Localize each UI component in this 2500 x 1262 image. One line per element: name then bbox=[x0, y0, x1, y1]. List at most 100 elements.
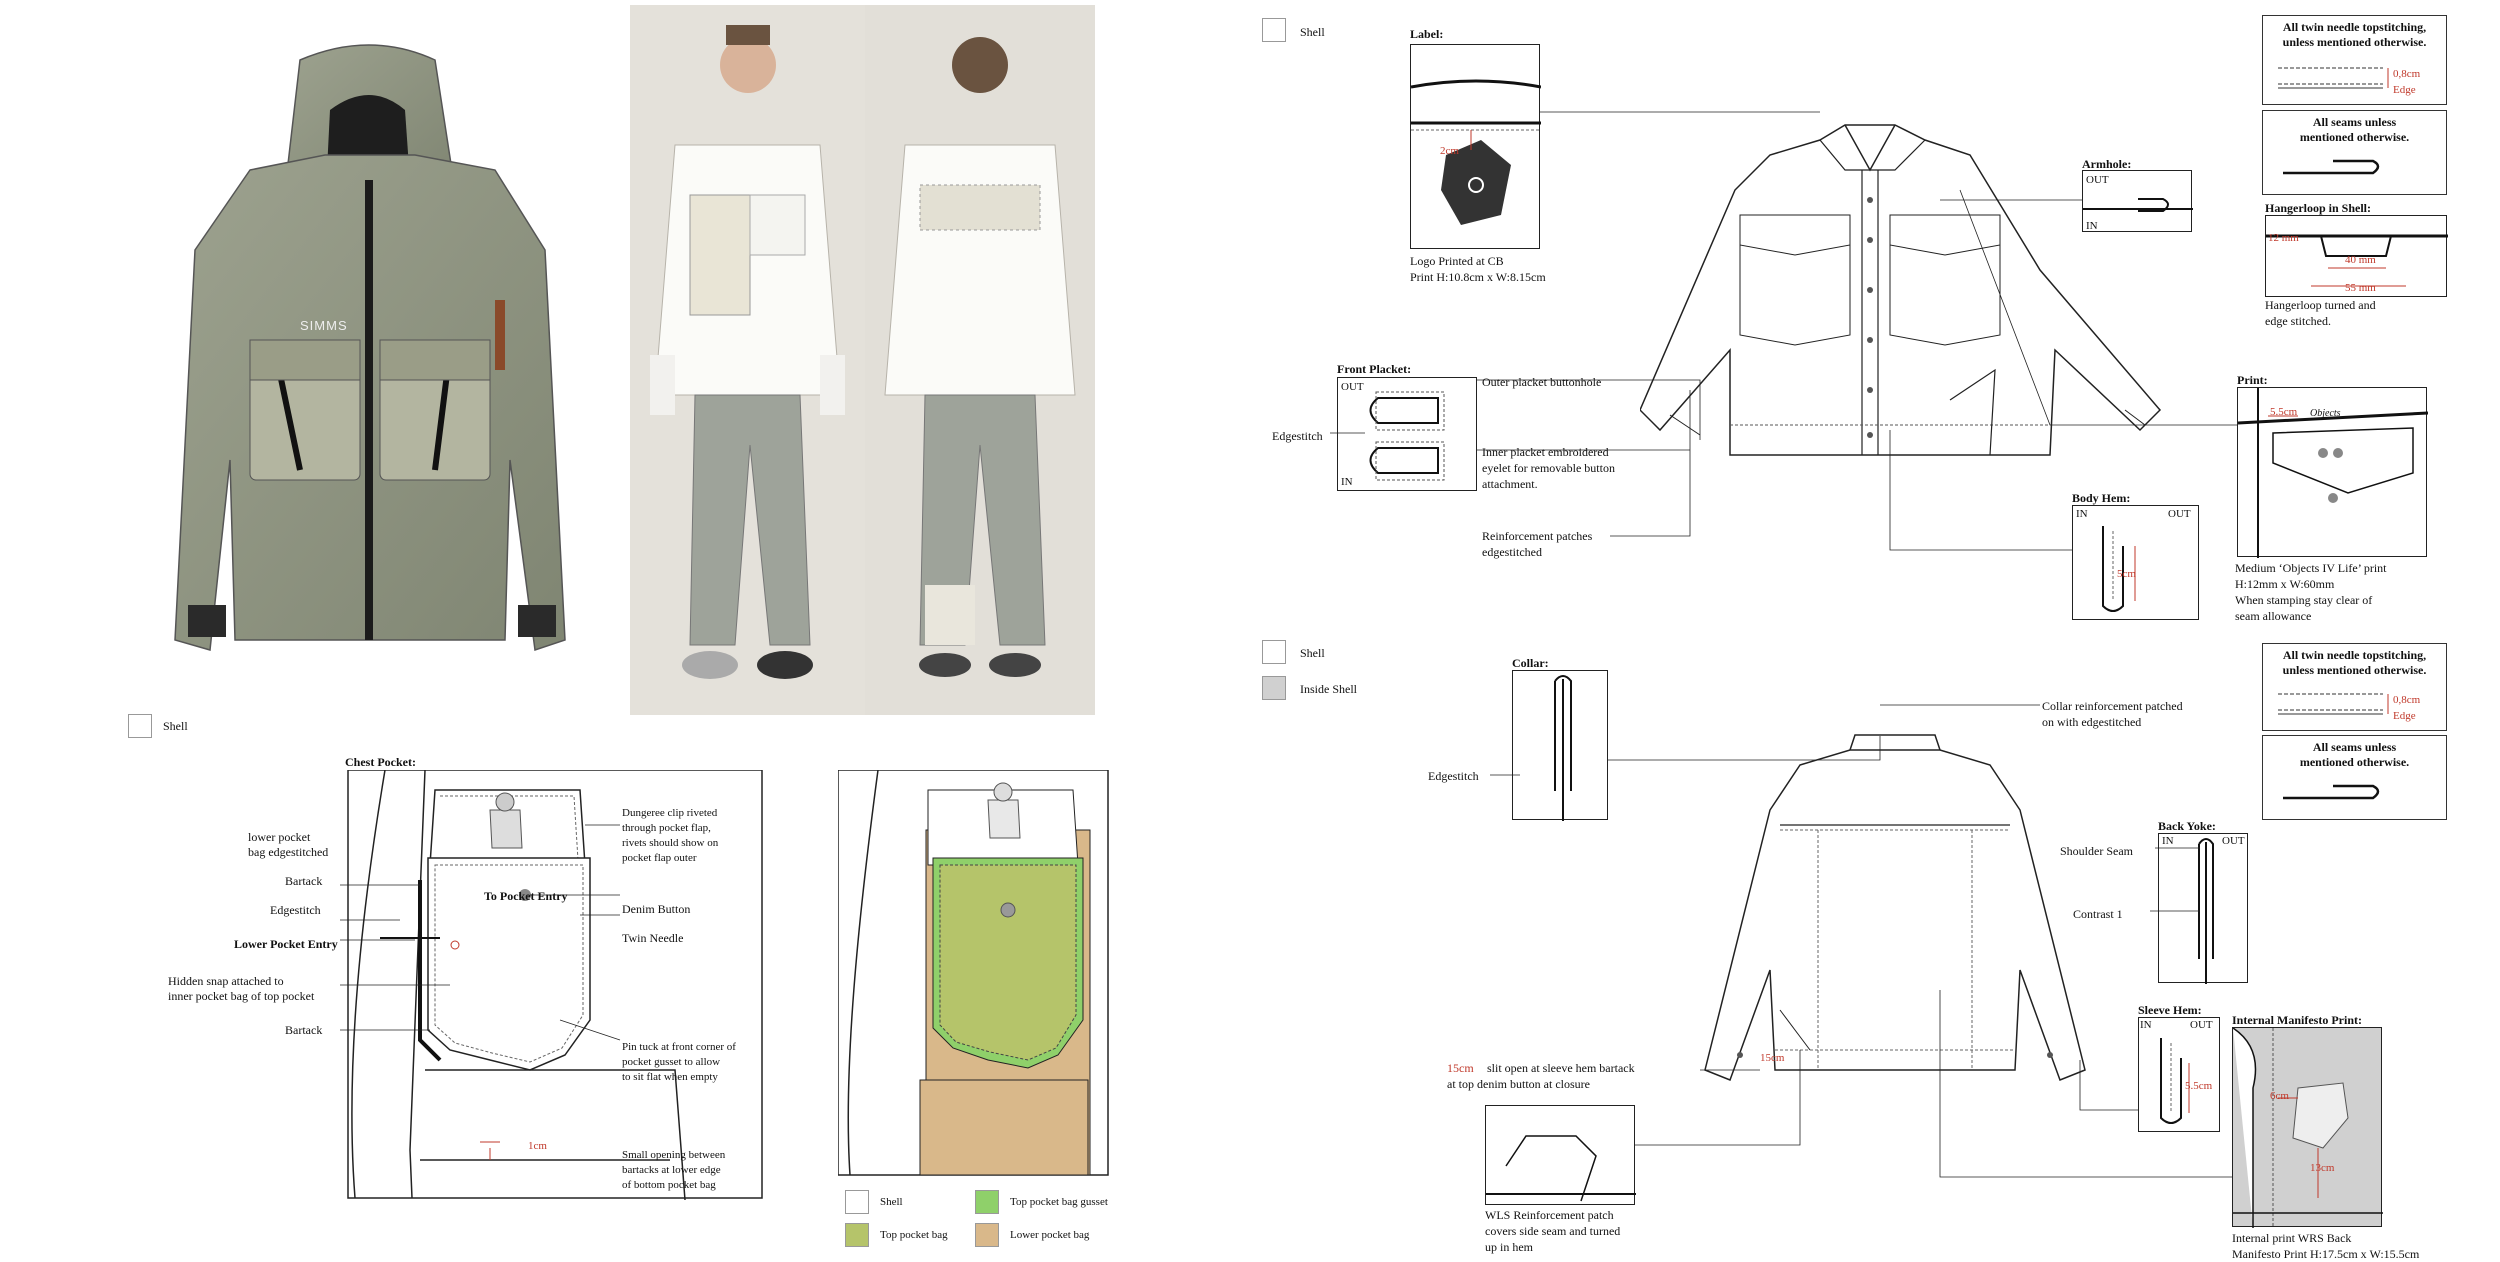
tn-twin-needle-text: All twin needle topstitching, unless men… bbox=[2282, 20, 2427, 49]
cp-lower-pocket-entry: Lower Pocket Entry bbox=[234, 937, 338, 951]
manifesto-title: Internal Manifesto Print: bbox=[2232, 1013, 2362, 1027]
pl-swatch-lower-bag bbox=[975, 1223, 999, 1247]
pl-swatch-gusset bbox=[975, 1190, 999, 1214]
rt-legend-swatch-shell bbox=[1262, 18, 1286, 42]
model-photo-front bbox=[630, 5, 865, 715]
back-jacket-flat bbox=[1700, 730, 2090, 1090]
legend-swatch-shell bbox=[128, 714, 152, 738]
sh-out: OUT bbox=[2190, 1019, 2213, 1031]
fp-inner-placket: Inner placket embroidered eyelet for rem… bbox=[1482, 445, 1615, 491]
hangerloop-note: Hangerloop turned and edge stitched. bbox=[2265, 298, 2376, 328]
rb-legend-swatch-inside-shell bbox=[1262, 676, 1286, 700]
armhole-out: OUT bbox=[2086, 174, 2109, 186]
print-objects: Objects bbox=[2310, 408, 2341, 419]
back-yoke-box bbox=[2158, 833, 2248, 984]
brand-logo-text: SIMMS bbox=[300, 318, 348, 333]
pl-label-top-bag: Top pocket bag bbox=[880, 1229, 948, 1241]
cp-bartack-1: Bartack bbox=[285, 874, 323, 888]
rb-legend-swatch-shell bbox=[1262, 640, 1286, 664]
bn-twin-needle-text: All twin needle topstitching, unless men… bbox=[2282, 648, 2427, 677]
tn-all-seams-note: All seams unless mentioned otherwise. bbox=[2262, 110, 2447, 195]
bn-edge-08: 0,8cm bbox=[2393, 694, 2421, 706]
mp-6cm: 6cm bbox=[2270, 1090, 2289, 1102]
sh-5-5cm: 5.5cm bbox=[2185, 1080, 2213, 1092]
slit-note: slit open at sleeve hem bartack at top d… bbox=[1447, 1061, 1635, 1091]
hl-40mm: 40 mm bbox=[2345, 254, 2376, 266]
cp-denim-button: Denim Button bbox=[622, 902, 691, 916]
pl-label-lower-bag: Lower pocket bag bbox=[1010, 1229, 1090, 1241]
slit-15cm-dim: 15cm bbox=[1760, 1052, 1785, 1064]
tn-twin-needle-note: All twin needle topstitching, unless men… bbox=[2262, 15, 2447, 105]
body-hem-in: IN bbox=[2076, 508, 2088, 520]
body-hem-out: OUT bbox=[2168, 508, 2191, 520]
pl-label-shell: Shell bbox=[880, 1196, 903, 1208]
armhole-title: Armhole: bbox=[2082, 157, 2132, 171]
by-shoulder-seam: Shoulder Seam bbox=[2060, 844, 2133, 858]
sleeve-hem-title: Sleeve Hem: bbox=[2138, 1003, 2202, 1017]
rb-legend-label-inside-shell: Inside Shell bbox=[1300, 682, 1357, 696]
print-title: Print: bbox=[2237, 373, 2268, 387]
cp-pin-tuck: Pin tuck at front corner of pocket gusse… bbox=[622, 1041, 736, 1083]
wls-note: WLS Reinforcement patch covers side seam… bbox=[1485, 1208, 1621, 1254]
mp-13cm: 13cm bbox=[2310, 1162, 2335, 1174]
cp-small-opening: Small opening between bartacks at lower … bbox=[622, 1149, 726, 1191]
fp-in: IN bbox=[1341, 476, 1353, 488]
chest-pocket-title: Chest Pocket: bbox=[345, 755, 416, 769]
by-out: OUT bbox=[2222, 835, 2245, 847]
body-hem-title: Body Hem: bbox=[2072, 491, 2131, 505]
hangerloop-box bbox=[2265, 215, 2448, 297]
manifesto-box bbox=[2232, 1027, 2383, 1228]
by-contrast: Contrast 1 bbox=[2073, 907, 2123, 921]
label-title: Label: bbox=[1410, 27, 1444, 41]
label-2cm: 2cm bbox=[1440, 145, 1459, 157]
cp-twin-needle: Twin Needle bbox=[622, 931, 684, 945]
collar-box bbox=[1512, 670, 1608, 821]
pocket-color-diagram bbox=[838, 770, 1110, 1180]
cp-lower-pocket-bag: lower pocket bag edgestitched bbox=[248, 830, 329, 859]
hl-12mm: 12 mm bbox=[2268, 232, 2299, 244]
chest-pocket-diagram bbox=[340, 770, 770, 1200]
pl-swatch-shell bbox=[845, 1190, 869, 1214]
armhole-in: IN bbox=[2086, 220, 2098, 232]
cp-dungeree-clip: Dungeree clip riveted through pocket fla… bbox=[622, 807, 719, 864]
cp-hidden-snap: Hidden snap attached to inner pocket bag… bbox=[168, 974, 315, 1003]
hangerloop-title: Hangerloop in Shell: bbox=[2265, 201, 2372, 215]
tn-edge-08: 0,8cm bbox=[2393, 68, 2421, 80]
fp-edgestitch: Edgestitch bbox=[1272, 429, 1323, 443]
by-in: IN bbox=[2162, 835, 2174, 847]
print-note: Medium ‘Objects IV Life’ print H:12mm x … bbox=[2235, 561, 2387, 623]
bn-edge-word: Edge bbox=[2393, 710, 2416, 722]
sh-in: IN bbox=[2140, 1019, 2152, 1031]
rt-legend-label-shell: Shell bbox=[1300, 25, 1325, 39]
pl-swatch-top-bag bbox=[845, 1223, 869, 1247]
bn-twin-needle-note: All twin needle topstitching, unless men… bbox=[2262, 643, 2447, 731]
wls-box bbox=[1485, 1105, 1636, 1205]
collar-title: Collar: bbox=[1512, 656, 1549, 670]
cp-1cm: 1cm bbox=[528, 1140, 547, 1152]
cp-edgestitch: Edgestitch bbox=[270, 903, 321, 917]
legend-label-shell: Shell bbox=[163, 719, 188, 733]
body-hem-5cm: 5cm bbox=[2117, 568, 2136, 580]
bn-all-seams-text: All seams unless mentioned otherwise. bbox=[2299, 740, 2410, 769]
collar-edgestitch: Edgestitch bbox=[1428, 769, 1479, 783]
rb-legend-label-shell: Shell bbox=[1300, 646, 1325, 660]
print-box bbox=[2237, 387, 2428, 558]
collar-reinf: Collar reinforcement patched on with edg… bbox=[2042, 699, 2183, 729]
fp-out: OUT bbox=[1341, 381, 1364, 393]
cp-to-pocket-entry: To Pocket Entry bbox=[484, 889, 568, 903]
cp-bartack-2: Bartack bbox=[285, 1023, 323, 1037]
product-photo-simms-jacket: SIMMS bbox=[150, 40, 590, 680]
print-5-5cm: 5.5cm bbox=[2270, 406, 2298, 418]
fp-outer-placket: Outer placket buttonhole bbox=[1482, 375, 1602, 389]
back-yoke-title: Back Yoke: bbox=[2158, 819, 2216, 833]
front-placket-title: Front Placket: bbox=[1337, 362, 1412, 376]
pl-label-gusset: Top pocket bag gusset bbox=[1010, 1196, 1108, 1208]
manifesto-note: Internal print WRS Back Manifesto Print … bbox=[2232, 1231, 2420, 1261]
sleeve-hem-box bbox=[2138, 1017, 2220, 1132]
body-hem-box bbox=[2072, 505, 2199, 620]
bn-all-seams-note: All seams unless mentioned otherwise. bbox=[2262, 735, 2447, 820]
fp-reinforcement: Reinforcement patches edgestitched bbox=[1482, 529, 1593, 559]
model-photo-back bbox=[865, 5, 1095, 715]
hl-55mm: 55 mm bbox=[2345, 282, 2376, 294]
tn-all-seams-text: All seams unless mentioned otherwise. bbox=[2299, 115, 2410, 144]
